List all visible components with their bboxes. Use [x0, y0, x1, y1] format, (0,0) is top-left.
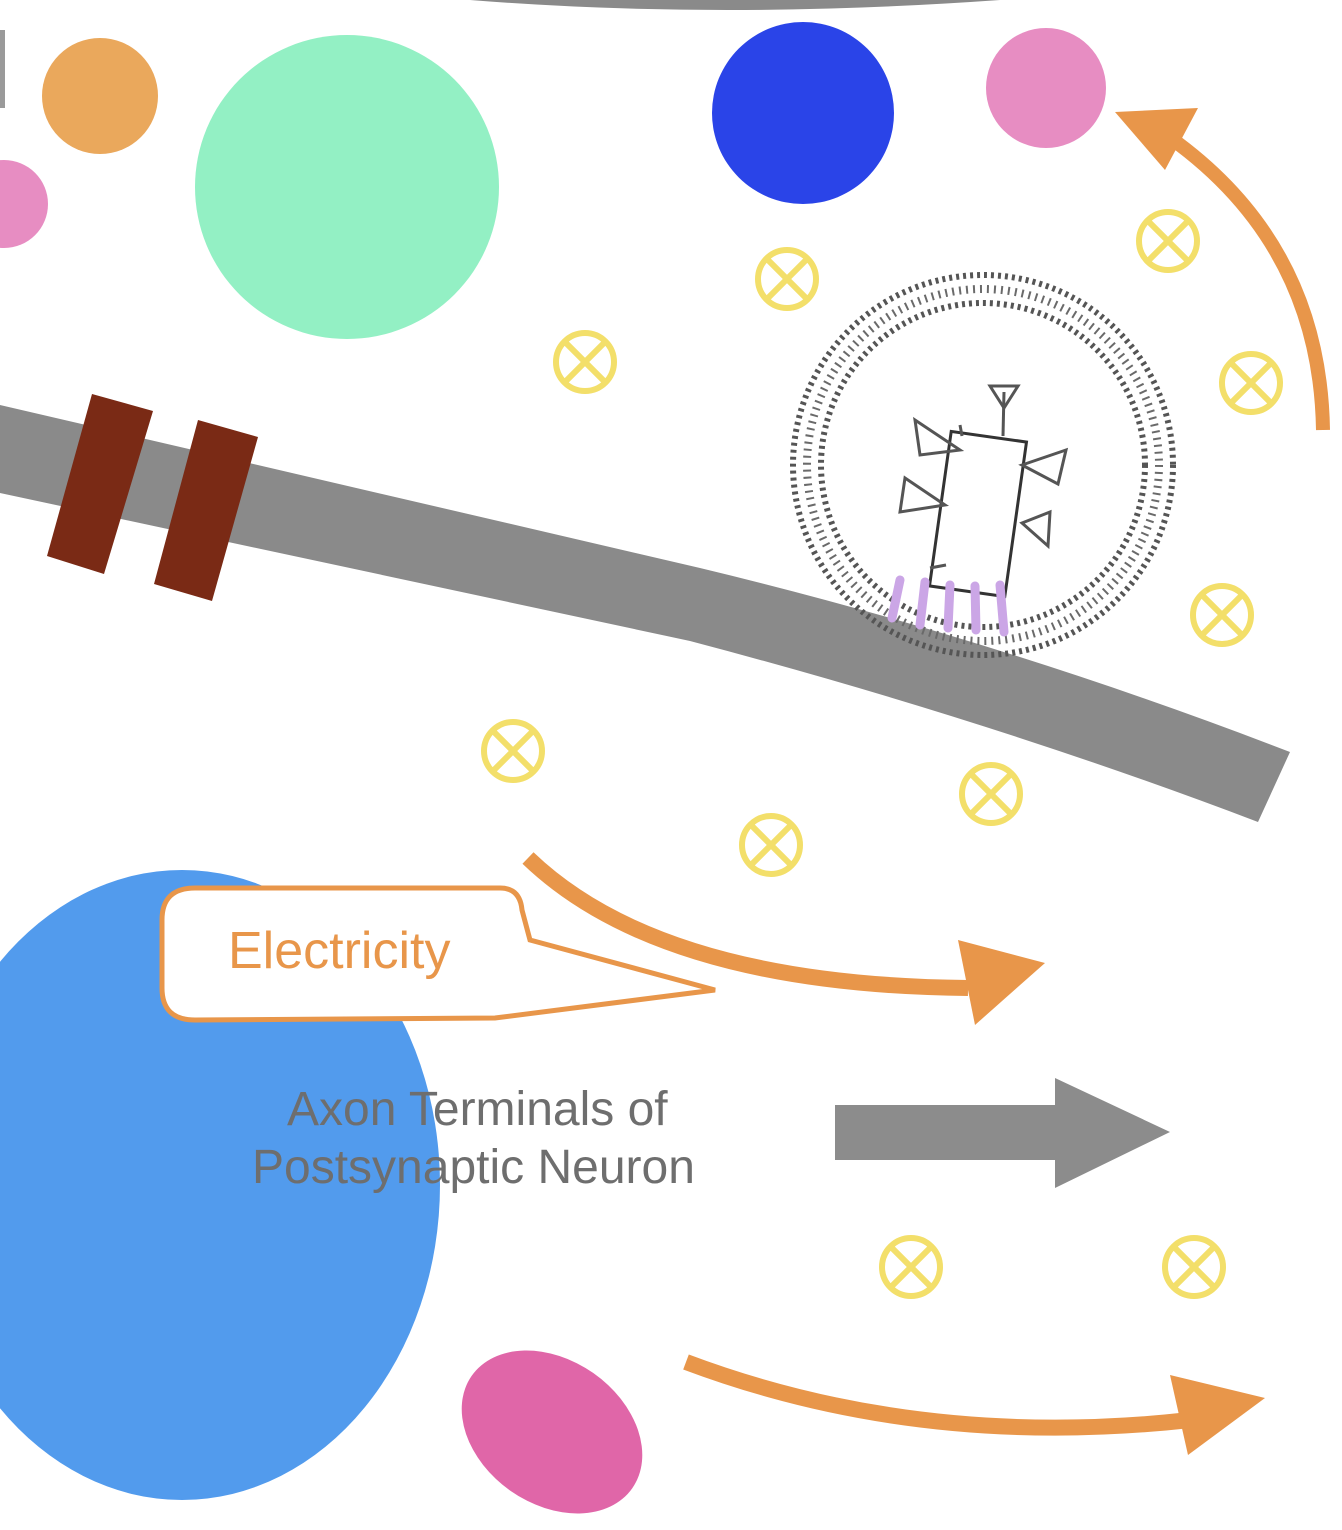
ion-channel-2 [154, 420, 258, 601]
neurotransmitter-icon [1193, 586, 1251, 644]
top-membrane-arc [470, 0, 1000, 10]
axon-label-line2: Postsynaptic Neuron [252, 1141, 695, 1194]
neurotransmitter-icon [1139, 212, 1197, 270]
gray-arrow [835, 1078, 1170, 1188]
pink-blob-right [986, 28, 1106, 148]
dark-blue-blob [712, 22, 894, 204]
left-edge-mark [0, 30, 5, 108]
neurotransmitter-icon [742, 816, 800, 874]
mint-blob [195, 35, 499, 339]
axon-label-line1: Axon Terminals of [287, 1083, 668, 1136]
orange-arrow-curved-up [1115, 108, 1330, 431]
neurotransmitter-icon [1222, 354, 1280, 412]
neurotransmitter-icon [556, 333, 614, 391]
magenta-blob [461, 1350, 643, 1514]
orange-arrow-electricity [522, 852, 1045, 1025]
neurotransmitter-icon [882, 1238, 940, 1296]
neurotransmitter-icon [484, 722, 542, 780]
vesicle-icon [790, 272, 1176, 658]
orange-blob [42, 38, 158, 154]
orange-arrow-bottom [683, 1354, 1265, 1455]
neurotransmitter-icon [758, 250, 816, 308]
neurotransmitter-icon [1165, 1238, 1223, 1296]
membrane-band [0, 405, 1290, 822]
electricity-callout-bubble [159, 885, 716, 1023]
pink-blob-left [0, 160, 48, 248]
large-blue-blob [0, 870, 440, 1500]
ion-channel-1 [47, 394, 153, 574]
electricity-label: Electricity [228, 922, 450, 980]
neurotransmitter-icon [962, 765, 1020, 823]
